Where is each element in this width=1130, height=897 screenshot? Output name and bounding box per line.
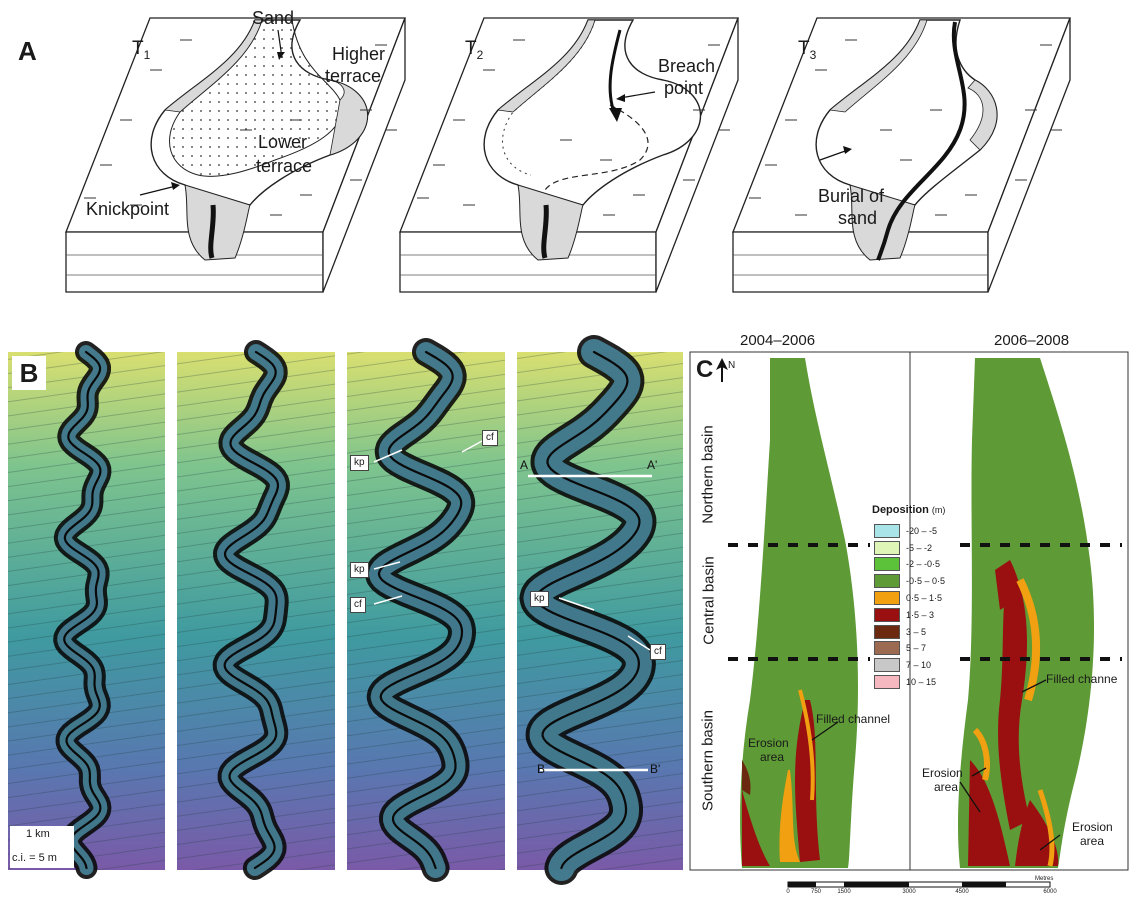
legend-range-label: 5 – 7 — [906, 643, 927, 654]
panel-b-label: B — [12, 356, 46, 390]
legend-swatch — [874, 624, 900, 639]
cf-annotation-3: cf — [650, 644, 666, 660]
annotation-erosion-right: Erosion — [922, 766, 963, 780]
legend-range-label: -20 – -5 — [906, 525, 938, 536]
legend-item: 5 – 7 — [874, 640, 927, 656]
block-diagram-t2 — [399, 17, 739, 293]
basin-label-central: Central basin — [700, 556, 718, 645]
panel-b — [8, 335, 683, 885]
cf-annotation-2: cf — [350, 597, 366, 613]
c-scale-tick-label: 0 — [786, 889, 790, 895]
legend-range-label: 0·5 – 1·5 — [906, 592, 943, 603]
basin-label-northern: Northern basin — [699, 425, 717, 524]
annotation-erosion-bottom-right: Erosion — [1072, 820, 1113, 834]
label-breach: Breach — [658, 56, 716, 76]
panel-a-label: A — [18, 36, 37, 66]
transect-b-prime-label: B' — [650, 762, 661, 776]
panel-a — [65, 17, 1071, 293]
c-scale-tick-label: 4500 — [955, 889, 969, 895]
label-higher-terrace: terrace — [325, 66, 382, 86]
kp-annotation-2: kp — [350, 562, 369, 578]
north-label: N — [728, 360, 736, 371]
label-knickpoint: Knickpoint — [86, 199, 170, 219]
b-scale-label: 1 km — [26, 828, 50, 840]
block-diagram-t1 — [65, 17, 406, 293]
legend-title: Deposition (m) — [872, 504, 946, 516]
c-scale-tick-label: 6000 — [1043, 889, 1057, 895]
legend-swatch — [874, 641, 900, 656]
time-label-t2: T2 — [465, 38, 484, 62]
label-sand: Sand — [252, 8, 295, 28]
c-scale-tick-label: 3000 — [902, 889, 916, 895]
legend-item: -5 – -2 — [874, 539, 933, 555]
legend-swatch — [874, 607, 900, 622]
legend-item: 10 – 15 — [874, 673, 937, 689]
legend-range-label: 1·5 – 3 — [906, 609, 935, 620]
legend-range-label: 10 – 15 — [906, 676, 937, 687]
legend-item: 1·5 – 3 — [874, 606, 935, 622]
legend-range-label: -0·5 – 0·5 — [906, 576, 946, 587]
lake-map-2006-2008 — [957, 358, 1095, 868]
transect-a-label: A — [520, 458, 529, 472]
legend-swatch — [874, 540, 900, 555]
time-label-t3: T3 — [798, 38, 817, 62]
annotation-erosion-right-area: area — [934, 780, 959, 794]
label-burial-sand: sand — [838, 208, 878, 228]
legend-range-label: -2 – -0·5 — [906, 559, 941, 570]
label-lower-terrace: terrace — [256, 156, 313, 176]
label-lower: Lower — [258, 132, 308, 152]
kp-annotation-1: kp — [350, 455, 369, 471]
meander-channel-2 — [223, 350, 279, 870]
legend-item: -2 – -0·5 — [874, 556, 941, 572]
meander-channel-3 — [377, 350, 464, 870]
legend-range-label: 3 – 5 — [906, 626, 927, 637]
lake-map-2004-2006 — [740, 358, 858, 868]
panel-c-label: C — [696, 356, 714, 383]
annotation-erosion-left: Erosion — [748, 736, 789, 750]
legend-swatch — [874, 557, 900, 572]
c-scale-tick-label: 1500 — [837, 889, 851, 895]
c-scale-unit: Metres — [1035, 876, 1054, 882]
basin-label-southern: Southern basin — [699, 710, 717, 811]
label-burial-of: Burial of — [818, 186, 885, 206]
time-label-t1: T1 — [132, 38, 151, 62]
legend-item: -20 – -5 — [874, 522, 938, 538]
c-scale-tick-label: 750 — [810, 889, 821, 895]
period-label-1: 2004–2006 — [740, 332, 816, 349]
transect-b-label: B — [537, 762, 546, 776]
b-scale-box — [10, 826, 74, 868]
legend-swatch — [874, 658, 900, 673]
c-scale-bar — [787, 881, 1051, 888]
cf-annotation-1: cf — [482, 430, 498, 446]
legend-item: -0·5 – 0·5 — [874, 572, 946, 589]
label-higher: Higher — [332, 44, 386, 64]
contour-interval-label: c.i. = 5 m — [12, 852, 57, 864]
meander-channel-1 — [63, 350, 102, 870]
legend-swatch — [874, 574, 900, 589]
legend-range-label: 7 – 10 — [906, 660, 932, 671]
legend-swatch — [874, 674, 900, 689]
legend-swatch — [874, 590, 900, 605]
legend-item: 0·5 – 1·5 — [874, 589, 943, 605]
legend-item: 3 – 5 — [874, 623, 927, 639]
annotation-erosion-bottom-right-area: area — [1080, 834, 1105, 848]
kp-annotation-3: kp — [530, 591, 549, 607]
legend-range-label: -5 – -2 — [906, 542, 933, 553]
annotation-erosion-left-area: area — [760, 750, 785, 764]
annotation-filled-channel-right: Filled channe — [1046, 672, 1118, 686]
label-breach-point: point — [664, 78, 704, 98]
period-label-2: 2006–2008 — [994, 332, 1070, 349]
legend-item: 7 – 10 — [874, 656, 932, 673]
transect-a-prime-label: A' — [647, 458, 658, 472]
panel-c — [689, 351, 1129, 888]
legend-swatch — [874, 523, 900, 538]
annotation-filled-channel-left: Filled channel — [816, 712, 891, 726]
block-diagram-t3 — [732, 17, 1071, 293]
meander-channel-4 — [535, 350, 641, 870]
